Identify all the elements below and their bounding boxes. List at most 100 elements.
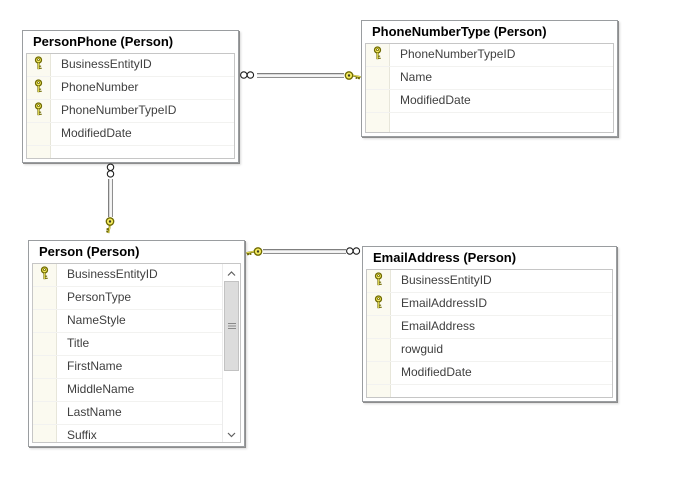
table-row[interactable]: ModifiedDate xyxy=(367,362,612,385)
key-cell xyxy=(27,54,51,76)
table-personphone-title: PersonPhone (Person) xyxy=(33,34,174,49)
column-name: EmailAddressID xyxy=(401,296,488,310)
primary-key-icon xyxy=(33,55,45,75)
grip-icon xyxy=(227,317,236,335)
key-cell xyxy=(27,123,51,145)
primary-key-icon xyxy=(373,271,385,291)
column-name: BusinessEntityID xyxy=(67,267,158,281)
table-phonenumbertype-window[interactable]: PhoneNumberType (Person) PhoneNumberType… xyxy=(361,20,618,137)
table-row[interactable]: ModifiedDate xyxy=(27,123,234,146)
column-name: Name xyxy=(400,70,433,84)
key-icon xyxy=(245,246,263,257)
column-name: PhoneNumber xyxy=(61,80,139,94)
table-row[interactable]: NameStyle xyxy=(33,310,223,333)
column-name: ModifiedDate xyxy=(401,365,472,379)
table-row[interactable]: MiddleName xyxy=(33,379,223,402)
key-cell xyxy=(33,264,57,286)
table-person-title: Person (Person) xyxy=(39,244,140,259)
infinity-icon xyxy=(239,70,256,80)
empty-row xyxy=(366,113,613,132)
column-name: FirstName xyxy=(67,359,123,373)
empty-row xyxy=(367,385,612,397)
table-row[interactable]: EmailAddressID xyxy=(367,293,612,316)
scrollbar-thumb[interactable] xyxy=(224,281,239,371)
table-phonenumbertype-grid: PhoneNumberTypeID Name ModifiedDate xyxy=(365,43,614,133)
table-row[interactable]: PhoneNumberTypeID xyxy=(366,44,613,67)
primary-key-icon xyxy=(33,101,45,121)
key-cell xyxy=(33,287,57,309)
key-cell xyxy=(367,270,391,292)
key-cell xyxy=(366,113,390,132)
scrollbar-track[interactable] xyxy=(223,281,240,425)
primary-key-icon xyxy=(39,265,51,285)
key-cell xyxy=(367,293,391,315)
scroll-up-button[interactable] xyxy=(223,264,240,281)
table-row[interactable]: Suffix xyxy=(33,425,223,442)
column-name: PhoneNumberTypeID xyxy=(400,47,516,61)
table-row[interactable]: FirstName xyxy=(33,356,223,379)
table-person-window[interactable]: Person (Person) BusinessEntityID PersonT… xyxy=(28,240,245,447)
key-cell xyxy=(33,310,57,332)
key-cell xyxy=(33,402,57,424)
table-row[interactable]: LastName xyxy=(33,402,223,425)
table-row[interactable]: rowguid xyxy=(367,339,612,362)
table-row[interactable]: PersonType xyxy=(33,287,223,310)
primary-key-icon xyxy=(373,294,385,314)
table-emailaddress-window[interactable]: EmailAddress (Person) BusinessEntityID E… xyxy=(362,246,617,402)
key-cell xyxy=(27,146,51,158)
column-name: Suffix xyxy=(67,428,97,442)
key-cell xyxy=(366,44,390,66)
table-phonenumbertype-title: PhoneNumberType (Person) xyxy=(372,24,547,39)
table-emailaddress-grid: BusinessEntityID EmailAddressID EmailAdd… xyxy=(366,269,613,398)
key-cell xyxy=(33,425,57,442)
column-name: EmailAddress xyxy=(401,319,476,333)
key-cell xyxy=(33,379,57,401)
chevron-up-icon xyxy=(227,264,236,282)
column-name: MiddleName xyxy=(67,382,135,396)
table-row[interactable]: Name xyxy=(366,67,613,90)
empty-row xyxy=(27,146,234,158)
table-row[interactable]: PhoneNumber xyxy=(27,77,234,100)
key-cell xyxy=(27,100,51,122)
table-emailaddress-title: EmailAddress (Person) xyxy=(373,250,517,265)
relationship-line-personphone-phonenumbertype[interactable] xyxy=(257,73,344,78)
vertical-scrollbar[interactable] xyxy=(222,264,240,442)
table-row[interactable]: BusinessEntityID xyxy=(27,54,234,77)
key-cell xyxy=(367,385,391,397)
column-name: PersonType xyxy=(67,290,132,304)
column-name: ModifiedDate xyxy=(400,93,471,107)
relationship-line-personphone-person[interactable] xyxy=(108,179,113,217)
key-cell xyxy=(367,316,391,338)
column-name: Title xyxy=(67,336,90,350)
relationship-line-person-emailaddress[interactable] xyxy=(263,249,346,254)
key-cell xyxy=(366,67,390,89)
table-personphone-window[interactable]: PersonPhone (Person) BusinessEntityID Ph… xyxy=(22,30,239,163)
key-cell xyxy=(33,333,57,355)
table-person-grid: BusinessEntityID PersonType NameStyle Ti… xyxy=(32,263,241,443)
primary-key-icon xyxy=(372,45,384,65)
table-row[interactable]: Title xyxy=(33,333,223,356)
key-cell xyxy=(367,362,391,384)
table-row[interactable]: BusinessEntityID xyxy=(367,270,612,293)
table-row[interactable]: BusinessEntityID xyxy=(33,264,223,287)
table-row[interactable]: PhoneNumberTypeID xyxy=(27,100,234,123)
infinity-icon xyxy=(345,246,362,256)
table-row[interactable]: ModifiedDate xyxy=(366,90,613,113)
primary-key-icon xyxy=(33,78,45,98)
scroll-down-button[interactable] xyxy=(223,425,240,442)
column-name: BusinessEntityID xyxy=(61,57,152,71)
key-icon xyxy=(344,70,362,81)
key-cell xyxy=(27,77,51,99)
table-row[interactable]: EmailAddress xyxy=(367,316,612,339)
column-name: ModifiedDate xyxy=(61,126,132,140)
key-cell xyxy=(367,339,391,361)
column-name: LastName xyxy=(67,405,122,419)
column-name: PhoneNumberTypeID xyxy=(61,103,177,117)
column-name: rowguid xyxy=(401,342,444,356)
infinity-icon xyxy=(106,163,116,180)
key-icon xyxy=(105,217,116,235)
chevron-down-icon xyxy=(227,425,236,443)
key-cell xyxy=(33,356,57,378)
column-name: BusinessEntityID xyxy=(401,273,492,287)
